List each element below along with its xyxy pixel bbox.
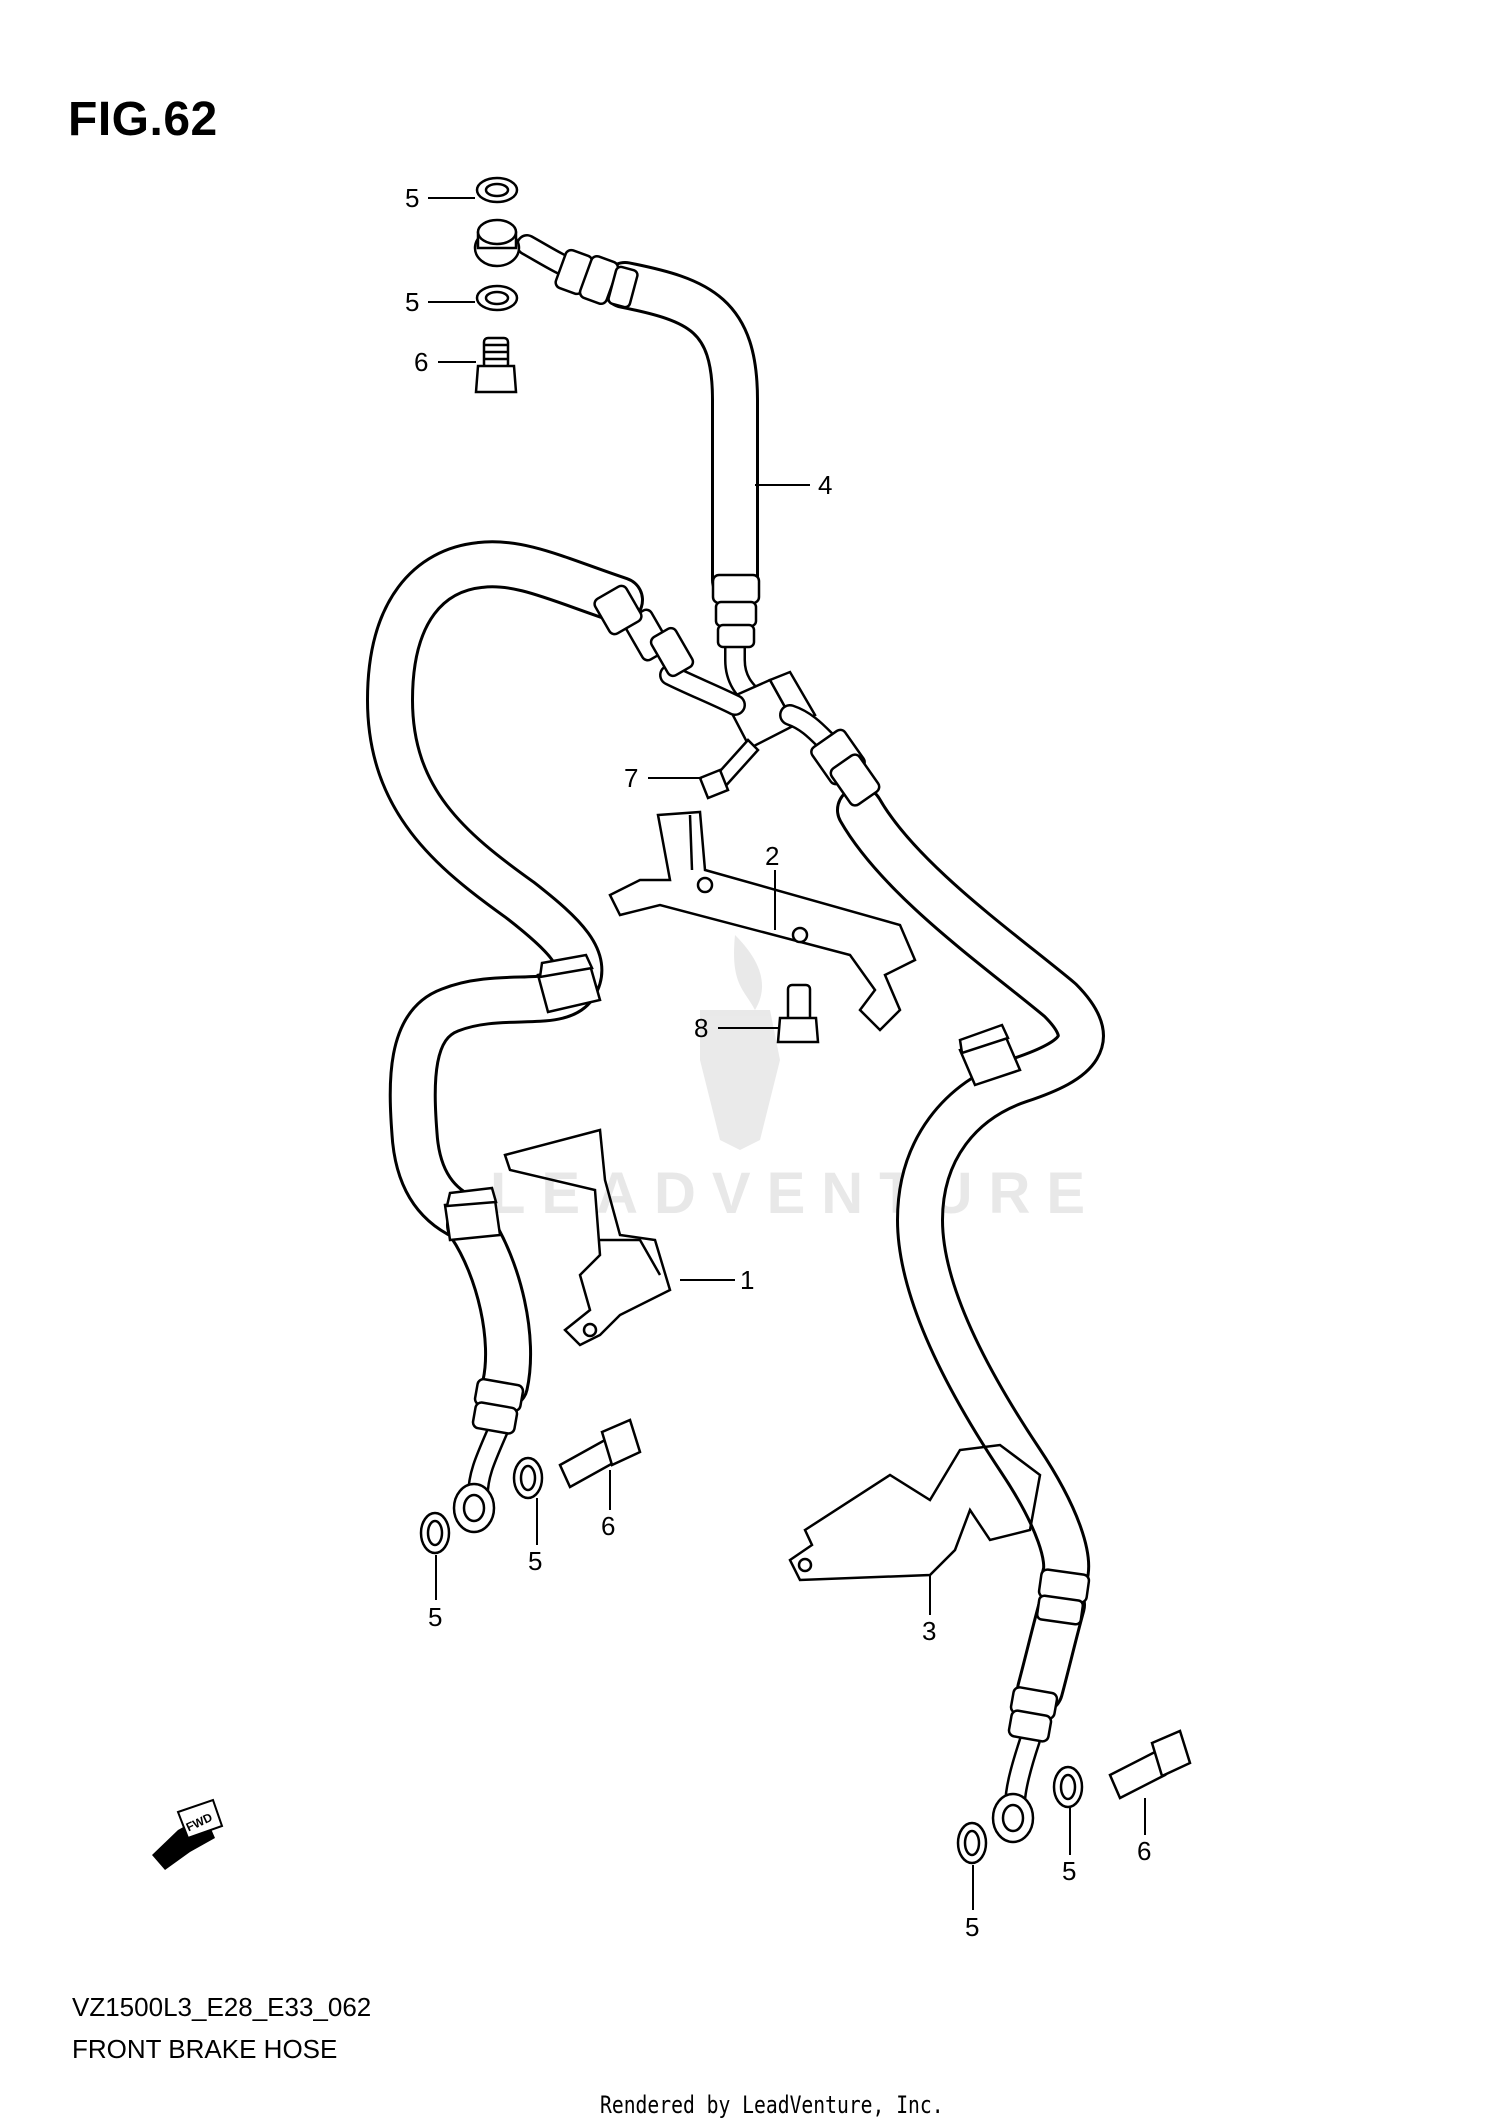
- left-brake-hose: [366, 540, 746, 1534]
- callout-1: 1: [740, 1265, 754, 1295]
- callout-5: 5: [405, 183, 419, 213]
- watermark-logo: [700, 935, 780, 1150]
- diagram-name: FRONT BRAKE HOSE: [72, 2034, 338, 2064]
- callout-5: 5: [405, 287, 419, 317]
- render-credit: Rendered by LeadVenture, Inc.: [600, 2091, 944, 2119]
- callout-4: 4: [818, 470, 832, 500]
- figure-title: FIG.62: [68, 93, 218, 146]
- right-brake-hose: [779, 704, 1105, 1844]
- bolt-part-8: [776, 983, 820, 1044]
- watermark-text: LEADVENTURE: [490, 1161, 1102, 1226]
- bracket-part-1: [503, 1128, 672, 1347]
- bracket-part-3: [788, 1443, 1042, 1582]
- callout-7: 7: [624, 763, 638, 793]
- callout-5: 5: [528, 1546, 542, 1576]
- fwd-arrow-icon: FWD: [152, 1798, 224, 1870]
- bracket-part-2: [608, 810, 917, 1032]
- callout-6: 6: [601, 1511, 615, 1541]
- upper-brake-hose-part-4: [473, 218, 766, 711]
- callout-6: 6: [1137, 1836, 1151, 1866]
- union-bolt-6c: [1108, 1729, 1192, 1800]
- callout-5: 5: [428, 1602, 442, 1632]
- gasket-washers: [419, 176, 1084, 1865]
- callout-labels: 5 5 6 4 7 2 8 1 6 5 5 3 6 5 5: [405, 183, 1151, 1942]
- diagram-code: VZ1500L3_E28_E33_062: [72, 1992, 372, 2022]
- callout-6: 6: [414, 347, 428, 377]
- callout-5: 5: [965, 1912, 979, 1942]
- bolt-part-7: [698, 738, 760, 800]
- callout-5: 5: [1062, 1856, 1076, 1886]
- callout-3: 3: [922, 1616, 936, 1646]
- union-bolt-6b: [558, 1418, 642, 1489]
- callout-leaders: [428, 197, 1146, 1910]
- union-bolt-6a: [474, 336, 518, 394]
- callout-8: 8: [694, 1013, 708, 1043]
- callout-2: 2: [765, 841, 779, 871]
